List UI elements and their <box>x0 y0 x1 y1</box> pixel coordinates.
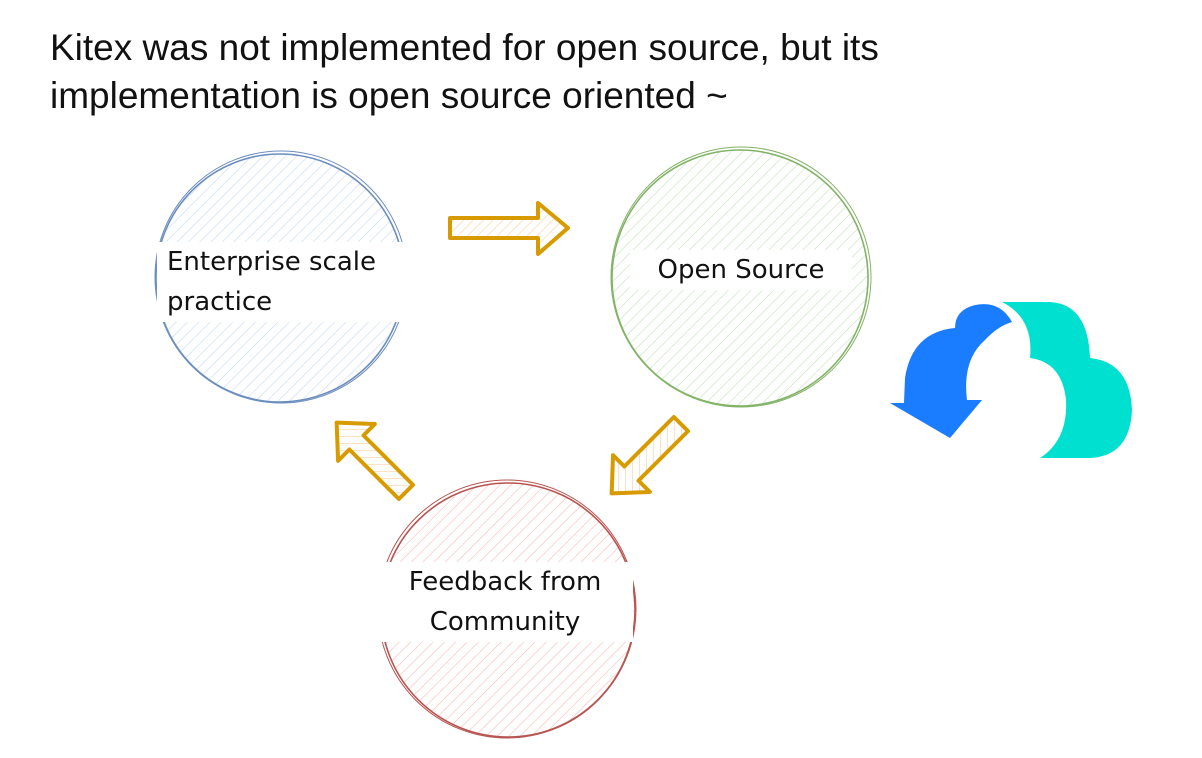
label-enterprise-line-2: practice <box>167 287 273 317</box>
label-feedback-line-2: Community <box>429 607 581 637</box>
label-open-source-line-1: Open Source <box>657 255 825 285</box>
arrow-feedback-to-enterprise <box>334 420 416 502</box>
label-feedback: Feedback from Community <box>377 562 633 642</box>
cloudwego-logo <box>890 302 1132 458</box>
arrow-enterprise-to-open-source <box>448 201 570 256</box>
title-line-2: implementation is open source oriented ~ <box>50 75 728 116</box>
label-open-source: Open Source <box>630 250 852 290</box>
slide-title: Kitex was not implemented for open sourc… <box>50 24 879 120</box>
label-enterprise-line-1: Enterprise scale <box>167 247 377 277</box>
arrow-open-source-to-feedback <box>609 414 691 496</box>
label-feedback-line-1: Feedback from <box>408 567 602 597</box>
title-line-1: Kitex was not implemented for open sourc… <box>50 27 879 68</box>
label-enterprise: Enterprise scale practice <box>157 242 419 322</box>
